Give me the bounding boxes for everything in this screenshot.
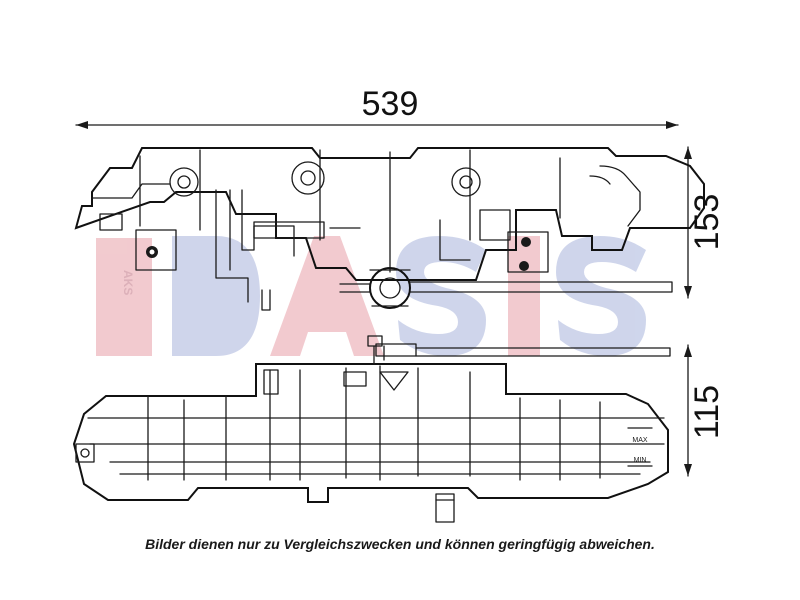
width-dimension-label: 539 [362, 85, 419, 123]
width-dimension: 539 [75, 85, 679, 129]
min-level-label: MIN [634, 457, 647, 464]
tank-side-view: MAX MIN [72, 335, 671, 523]
top-height-dimension: 153 [684, 146, 726, 299]
tank-top-view [74, 147, 705, 311]
bottom-height-dimension: 115 [684, 344, 726, 477]
watermark-vertical-text: AKS [121, 270, 135, 295]
disclaimer-caption: Bilder dienen nur zu Vergleichszwecken u… [145, 536, 655, 552]
watermark-logo: AKS [96, 236, 646, 356]
bottom-height-dimension-label: 115 [688, 385, 726, 439]
max-level-label: MAX [632, 437, 648, 444]
